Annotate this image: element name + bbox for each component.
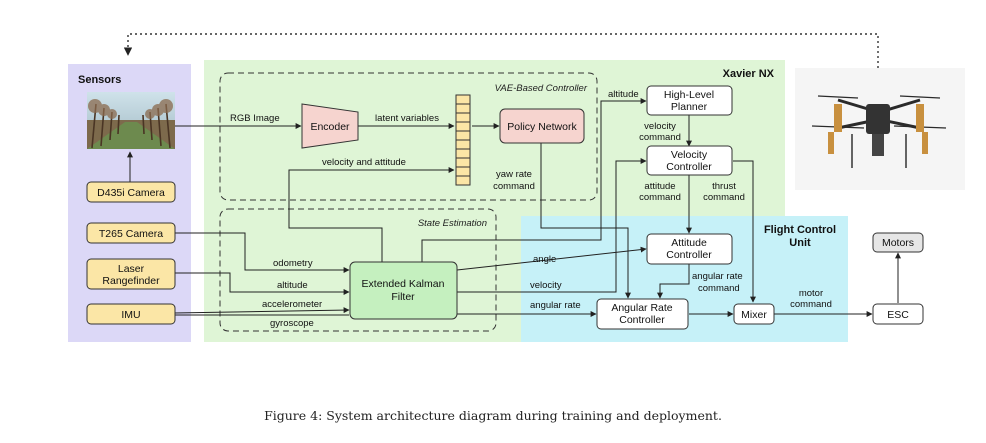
edge-label-attcmd-line2: command — [639, 192, 681, 203]
esc-block — [872, 303, 924, 325]
camera-image — [87, 92, 175, 149]
arc-label-line2: Controller — [619, 314, 665, 326]
laser-label-line2: Rangefinder — [102, 275, 160, 287]
edge-label-yaw-line1: yaw rate — [496, 169, 532, 180]
edge-label-vel-att: velocity and attitude — [322, 157, 406, 168]
drone-image — [795, 68, 965, 190]
drone-link-line — [123, 33, 879, 68]
state-estimation-label: State Estimation — [418, 218, 487, 229]
edge-label-angrate: angular rate — [530, 300, 581, 311]
edge-label-rgb: RGB Image — [230, 113, 280, 124]
edge-label-motorcmd-line2: command — [790, 299, 832, 310]
edge-policy-arc — [540, 143, 631, 299]
edge-ekf-latent — [288, 167, 455, 263]
encoder-block — [301, 103, 359, 149]
edge-laser-ekf — [174, 272, 350, 295]
laser-rangefinder-block — [86, 258, 176, 290]
latent-variables-stack — [455, 94, 471, 186]
edge-label-thrust-line1: thrust — [712, 181, 736, 192]
xavier-title: Xavier NX — [723, 68, 775, 80]
ekf-block — [349, 261, 458, 320]
laser-label-line1: Laser — [118, 263, 145, 275]
imu-block — [86, 303, 176, 325]
motors-block — [872, 232, 924, 253]
edge-label-velcmd-line2: command — [639, 132, 681, 143]
edge-ekf-velocity — [457, 158, 647, 293]
mixer-block — [733, 303, 775, 325]
ekf-label-line2: Filter — [391, 291, 415, 303]
edge-ekf-attitude — [456, 246, 647, 271]
d435i-label: D435i Camera — [97, 187, 165, 199]
fcu-title-line2: Unit — [789, 237, 811, 249]
edge-label-attcmd-line1: attitude — [644, 181, 675, 192]
edge-label-arcmd-line2: command — [698, 283, 740, 294]
sensors-title: Sensors — [78, 74, 121, 86]
high-level-planner-block — [646, 85, 733, 116]
edge-label-angle: angle — [533, 254, 556, 265]
policy-label: Policy Network — [507, 121, 577, 133]
edge-label-altitude-top: altitude — [608, 89, 639, 100]
edge-label-thrust-line2: command — [703, 192, 745, 203]
t265-label: T265 Camera — [99, 228, 163, 240]
fcu-title-line1: Flight Control — [764, 224, 836, 236]
figure-caption: Figure 4: System architecture diagram du… — [264, 408, 722, 423]
edge-label-accel: accelerometer — [262, 299, 322, 310]
edge-label-motorcmd-line1: motor — [799, 288, 823, 299]
velocity-controller-block — [646, 145, 733, 176]
edge-ekf-planner — [421, 98, 647, 263]
state-estimation-group — [219, 208, 497, 332]
edge-attitude-arc — [657, 264, 690, 299]
attitude-controller-label-line1: Attitude — [671, 237, 707, 249]
edge-label-latent: latent variables — [375, 113, 439, 124]
vae-group-label: VAE-Based Controller — [495, 83, 588, 94]
velocity-controller-label-line2: Controller — [666, 161, 712, 173]
mixer-label: Mixer — [741, 309, 767, 321]
edge-imu-ekf-accel — [173, 307, 350, 314]
vae-group — [219, 72, 598, 201]
edge-label-gyro: gyroscope — [270, 318, 314, 329]
planner-label-line2: Planner — [671, 101, 708, 113]
esc-label: ESC — [887, 309, 909, 321]
edge-label-yaw-line2: command — [493, 181, 535, 192]
edge-t265-ekf — [174, 232, 350, 273]
edge-label-velocity: velocity — [530, 280, 562, 291]
edge-label-altitude-mid: altitude — [277, 280, 308, 291]
d435i-camera-block — [86, 181, 176, 203]
t265-camera-block — [86, 222, 176, 244]
policy-network-block — [499, 108, 585, 144]
encoder-label: Encoder — [310, 121, 350, 133]
velocity-controller-label-line1: Velocity — [671, 149, 708, 161]
edge-label-odometry: odometry — [273, 258, 313, 269]
imu-label: IMU — [121, 309, 140, 321]
edge-label-velcmd-line1: velocity — [644, 121, 676, 132]
attitude-controller-label-line2: Controller — [666, 249, 712, 261]
arc-label-line1: Angular Rate — [611, 302, 672, 314]
motors-label: Motors — [882, 237, 914, 249]
attitude-controller-block — [646, 233, 733, 265]
angular-rate-controller-block — [596, 298, 689, 330]
ekf-label-line1: Extended Kalman — [362, 278, 445, 290]
edge-label-arcmd-line1: angular rate — [692, 271, 743, 282]
edge-velocity-mixer — [733, 160, 756, 303]
planner-label-line1: High-Level — [664, 89, 714, 101]
